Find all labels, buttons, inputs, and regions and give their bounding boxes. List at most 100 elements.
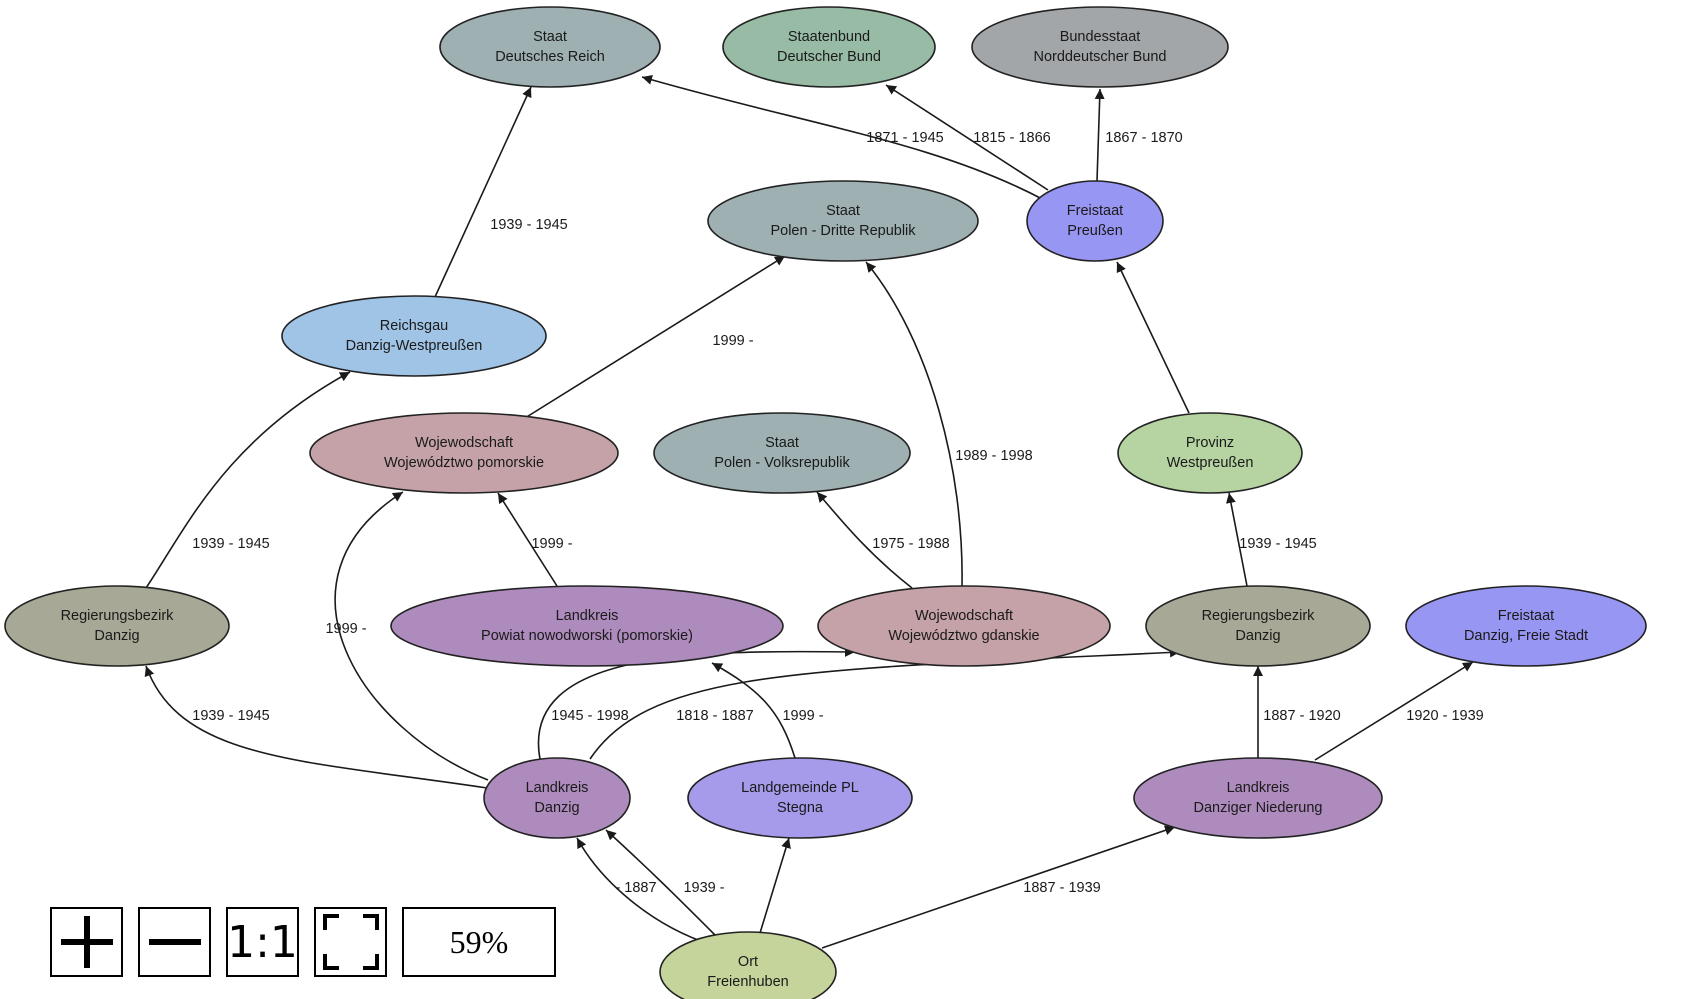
node-ellipse[interactable] <box>659 931 837 999</box>
node-type-label: Freistaat <box>1498 608 1554 624</box>
node-ellipse[interactable] <box>1145 585 1371 667</box>
edge-label: 1871 - 1945 <box>866 130 943 146</box>
node-ellipse[interactable] <box>722 6 936 88</box>
zoom-in-button[interactable] <box>50 907 123 977</box>
node-type-label: Provinz <box>1186 435 1234 451</box>
node-name-label: Polen - Volksrepublik <box>714 455 850 471</box>
node-name-label: Freienhuben <box>707 974 788 990</box>
node-type-label: Wojewodschaft <box>415 435 513 451</box>
node-type-label: Wojewodschaft <box>915 608 1013 624</box>
zoom-fit-button[interactable] <box>314 907 387 977</box>
node-name-label: Danzig <box>1235 628 1280 644</box>
edge-e6: 1989 - 1998 <box>865 261 1033 587</box>
node-ellipse[interactable] <box>687 757 913 839</box>
edge-line <box>434 86 532 298</box>
edge-line <box>605 829 716 936</box>
edge-line <box>711 662 796 759</box>
edge-label: 1999 - <box>531 536 572 552</box>
node-type-label: Ort <box>738 954 758 970</box>
edge-line <box>816 491 913 589</box>
node-name-label: Województwo gdanskie <box>888 628 1039 644</box>
edge-e12: 1999 - <box>325 491 489 781</box>
edge-label: 1999 - <box>325 621 366 637</box>
edge-label: 1867 - 1870 <box>1105 130 1182 146</box>
node-ellipse[interactable] <box>1117 412 1303 494</box>
node-n16[interactable]: Landgemeinde PL Stegna <box>687 757 913 839</box>
zoom-reset-button[interactable]: 1:1 <box>226 907 299 977</box>
node-ellipse[interactable] <box>1133 757 1383 839</box>
edge-line <box>589 647 1181 760</box>
node-ellipse[interactable] <box>971 6 1229 88</box>
node-name-label: Stegna <box>777 800 824 816</box>
node-ellipse[interactable] <box>483 757 631 839</box>
edge-line <box>641 74 1045 201</box>
edge-e10 <box>1116 261 1190 414</box>
node-name-label: Danzig, Freie Stadt <box>1464 628 1588 644</box>
node-ellipse[interactable] <box>707 180 979 262</box>
fit-screen-icon <box>322 914 379 970</box>
node-ellipse[interactable] <box>390 585 784 667</box>
edge-e22: 1939 - 1945 <box>144 665 488 789</box>
node-ellipse[interactable] <box>439 6 661 88</box>
node-ellipse[interactable] <box>4 585 230 667</box>
edge-line <box>524 255 786 419</box>
edge-line <box>144 665 488 789</box>
edge-label: 1815 - 1866 <box>973 130 1050 146</box>
edge-e2: 1815 - 1866 <box>885 84 1051 191</box>
edge-e13: 1945 - 1998 <box>537 646 856 760</box>
node-name-label: Danzig <box>94 628 139 644</box>
edge-line <box>821 825 1176 949</box>
node-ellipse[interactable] <box>281 295 547 377</box>
edge-e8: 1999 - <box>497 492 573 587</box>
node-name-label: Danziger Niederung <box>1194 800 1323 816</box>
edge-line <box>1314 661 1474 761</box>
edge-line <box>1116 261 1190 414</box>
edge-line <box>145 371 351 589</box>
edge-label: 1939 - 1945 <box>1239 536 1316 552</box>
minus-icon <box>148 939 201 945</box>
edge-e19: 1939 - <box>605 829 725 936</box>
node-ellipse[interactable] <box>1405 585 1647 667</box>
zoom-out-button[interactable] <box>138 907 211 977</box>
node-name-label: Powiat nowodworski (pomorskie) <box>481 628 693 644</box>
node-type-label: Reichsgau <box>380 318 449 334</box>
node-name-label: Preußen <box>1067 223 1123 239</box>
edge-label: - 1887 <box>615 880 656 896</box>
edge-label: 1999 - <box>782 708 823 724</box>
node-ellipse[interactable] <box>309 412 619 494</box>
edge-e9: 1975 - 1988 <box>816 491 950 589</box>
node-type-label: Staat <box>826 203 860 219</box>
edge-line <box>576 837 713 946</box>
node-name-label: Danzig-Westpreußen <box>346 338 483 354</box>
edge-label: 1945 - 1998 <box>551 708 628 724</box>
node-type-label: Landkreis <box>1227 780 1290 796</box>
node-type-label: Landgemeinde PL <box>741 780 859 796</box>
edge-e3: 1867 - 1870 <box>1094 88 1183 182</box>
edge-line <box>759 837 791 934</box>
edge-label: 1887 - 1939 <box>1023 880 1100 896</box>
node-ellipse[interactable] <box>653 412 911 494</box>
node-ellipse[interactable] <box>817 585 1111 667</box>
edge-label: 1939 - 1945 <box>192 536 269 552</box>
node-ellipse[interactable] <box>1026 180 1164 262</box>
edge-e11: 1939 - 1945 <box>1225 492 1317 587</box>
edge-line <box>1094 88 1105 182</box>
